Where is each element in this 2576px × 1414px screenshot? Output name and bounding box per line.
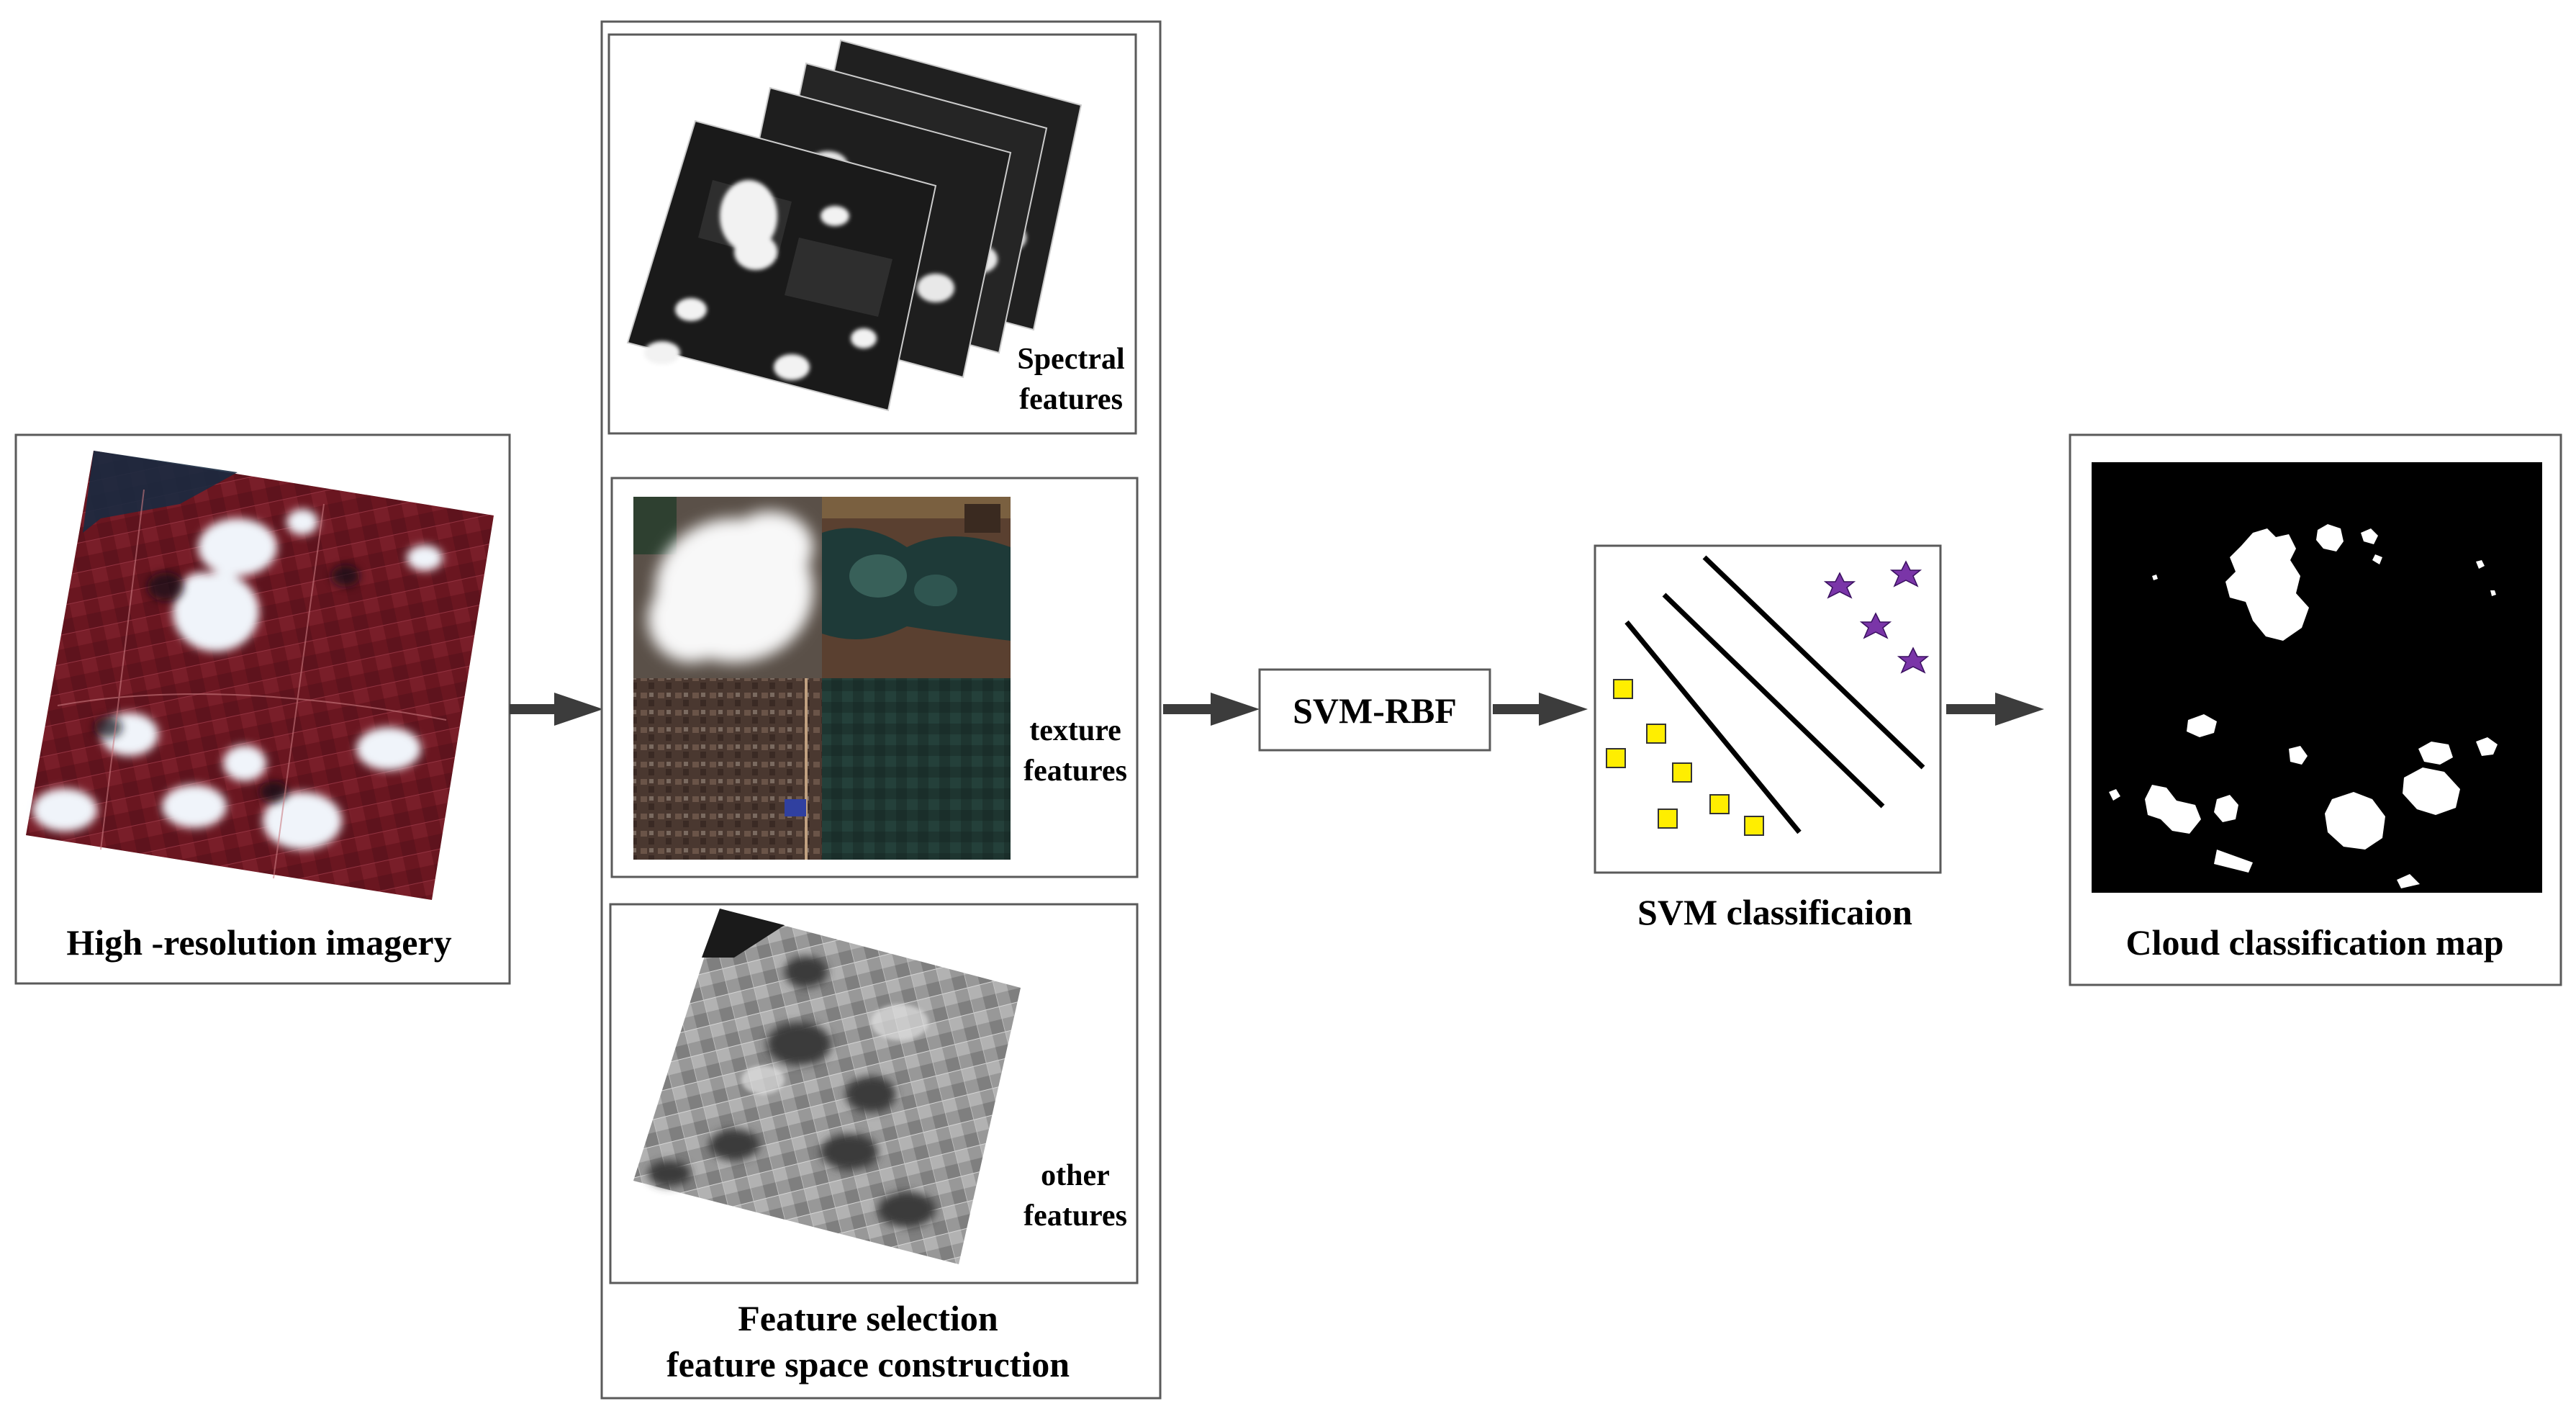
output-panel: Cloud classification map <box>2069 433 2562 986</box>
square-marker <box>1613 679 1633 699</box>
texture-tile-urban <box>633 678 822 860</box>
arrow-classification-to-output <box>1946 693 2044 726</box>
star-marker <box>1897 647 1930 674</box>
svm-classification-box <box>1594 544 1942 874</box>
texture-features-box: texture features <box>610 477 1139 878</box>
arrow-input-to-features <box>510 693 603 726</box>
texture-features-label-line1: texture <box>1029 714 1121 747</box>
square-marker <box>1606 748 1626 768</box>
class-b-star-markers <box>1823 560 1930 674</box>
square-marker <box>1744 816 1764 836</box>
star-marker <box>1823 572 1856 599</box>
other-features-box: other features <box>609 903 1139 1284</box>
texture-features-label-line2: features <box>1023 755 1127 788</box>
other-features-label-line2: features <box>1023 1199 1127 1233</box>
svm-rbf-label: SVM-RBF <box>1293 690 1457 731</box>
texture-tile-water <box>822 497 1011 678</box>
svm-classification-panel: SVM classificaion <box>1594 544 1942 932</box>
star-marker <box>1859 612 1892 639</box>
square-marker <box>1709 794 1730 814</box>
arrow-features-to-svm <box>1163 693 1260 726</box>
feature-panel: Spectral features <box>600 20 1162 1400</box>
spectral-band-front <box>626 120 937 412</box>
input-image <box>26 451 494 900</box>
feature-panel-caption-line2: feature space construction <box>666 1344 1070 1384</box>
square-marker <box>1672 762 1692 783</box>
texture-mosaic <box>633 497 1011 860</box>
arrow-svm-to-classification <box>1493 693 1588 726</box>
cloud-classification-map <box>2092 462 2542 893</box>
spectral-band-stack <box>626 39 1083 412</box>
feature-panel-caption-line1: Feature selection <box>738 1298 998 1338</box>
spectral-features-box: Spectral features <box>607 33 1137 435</box>
texture-tile-vegetation <box>822 678 1011 860</box>
other-features-image <box>633 909 1021 1264</box>
class-a-square-markers <box>1606 679 1764 836</box>
input-panel: High -resolution imagery <box>14 433 511 985</box>
star-marker <box>1889 560 1922 587</box>
output-panel-caption: Cloud classification map <box>2125 922 2503 963</box>
svm-rbf-box: SVM-RBF <box>1258 668 1491 752</box>
spectral-features-label-line2: features <box>1019 383 1123 416</box>
separating-hyperplanes <box>1624 555 1925 834</box>
spectral-features-label-line1: Spectral <box>1017 343 1124 376</box>
square-marker <box>1658 809 1678 829</box>
svm-classification-caption: SVM classificaion <box>1637 892 1912 932</box>
square-marker <box>1646 724 1666 744</box>
other-features-label-line1: other <box>1041 1159 1110 1192</box>
texture-tile-cloud <box>633 497 822 678</box>
input-panel-caption: High -resolution imagery <box>66 922 451 963</box>
